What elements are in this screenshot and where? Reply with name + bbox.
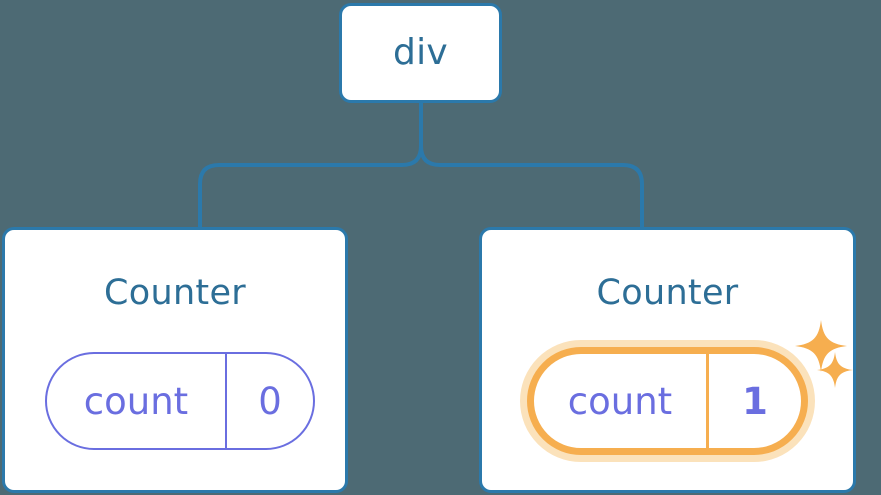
state-pill-count-right[interactable]: count 1	[527, 347, 808, 455]
node-counter-left-title: Counter	[104, 273, 246, 313]
node-div-label: div	[392, 32, 449, 73]
node-counter-left[interactable]: Counter count 0	[2, 227, 348, 493]
sparkle-small-icon	[817, 352, 853, 388]
node-counter-right[interactable]: Counter count 1	[479, 227, 856, 493]
state-key-label: count	[83, 379, 189, 423]
node-div[interactable]: div	[339, 3, 502, 103]
sparkle-large-icon	[795, 320, 847, 372]
state-value-label: 0	[225, 354, 313, 448]
connector-to-left-counter	[198, 101, 423, 229]
connector-to-right-counter	[419, 101, 644, 229]
state-key-label: count	[567, 379, 673, 423]
state-pill-count-left[interactable]: count 0	[45, 352, 315, 450]
node-counter-right-title: Counter	[596, 273, 739, 313]
state-value-label: 1	[706, 354, 801, 448]
